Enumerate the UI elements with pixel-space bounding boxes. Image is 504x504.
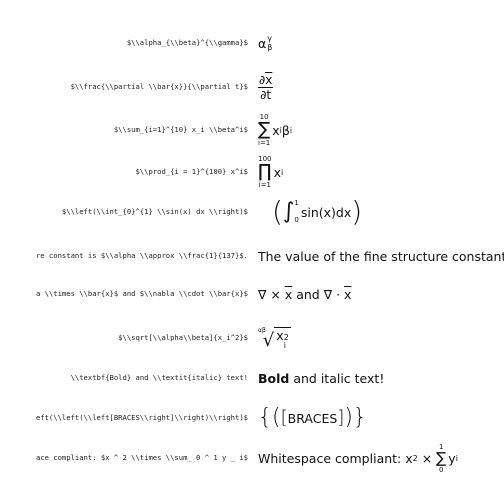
fraction: ∂x ∂t [258,72,274,102]
right-paren: ) [351,195,363,228]
right-paren: ) [344,405,353,430]
left-paren: ( [272,195,283,228]
times-symbol: × [417,450,437,466]
root-index: αβ [258,326,266,334]
example-row-7: a \\times \\bar{x}$ and $\\nabla \\cdot … [0,274,504,314]
subscript: i [283,340,286,350]
latex-source: $\\prod_{i = 1}^{100} x^i$ [135,167,248,176]
example-row-11: ace compliant: $x ^ 2 \\times \\sum_ 0 ^… [0,438,504,478]
example-row-5: $\\left(\\int_{0}^{1} \\sin(x) dx \\righ… [0,192,504,232]
example-row-6: re constant is $\\alpha \\approx \\frac{… [0,236,504,276]
radical-symbol: √ [262,329,275,351]
lower-limit: 0 [294,216,299,224]
superscript: i [281,167,284,177]
superscript: γ [267,34,272,43]
x-var: x [405,450,413,466]
latex-source: $\\sum_{i=1}^{10} x_i \\beta^i$ [113,125,248,134]
lower-limit: 0 [438,465,444,474]
y-var: y [448,450,456,466]
bold-text: Bold [258,370,290,386]
subscript: β [267,43,273,52]
latex-source: ace compliant: $x ^ 2 \\times \\sum_ 0 ^… [35,453,248,462]
lower-limit: i=1 [258,139,271,147]
subscript: i [279,125,282,135]
pi-symbol: ∏ [258,161,272,182]
rendered-output: ∇ × x and ∇ · x [258,274,351,314]
nabla-symbol: ∇ [258,286,267,302]
partial-symbol: ∂ [259,72,266,87]
rendered-output: Bold and italic text! [258,358,384,398]
cdot-symbol: · [336,286,341,302]
integral-limits: 1 0 [294,199,298,225]
example-row-1: $\\alpha_{\\beta}^{\\gamma}$ α γ β [0,23,504,63]
latex-source: re constant is $\\alpha \\approx \\frac{… [35,251,248,260]
upper-limit: 1 [438,442,444,451]
subscript: i [455,453,458,463]
latex-source: $\\sqrt[\\alpha\\beta]{x_i^2}$ [118,333,248,342]
and-text: and [292,286,324,302]
upper-limit: 1 [294,199,299,207]
left-brace: { [258,405,272,430]
upper-limit: 100 [258,155,272,163]
left-paren: ( [272,405,281,430]
example-row-3: $\\sum_{i=1}^{10} x_i \\beta^i$ 10 ∑ i=1… [0,110,504,150]
product: 100 ∏ i=1 [258,155,272,189]
rendered-output: ∂x ∂t [258,67,274,107]
lower-limit: i=1 [258,181,271,189]
rendered-output: The value of the fine structure constant… [258,248,504,264]
latex-source: $\\frac{\\partial \\bar{x}}{\\partial t}… [70,82,248,91]
sigma-symbol: ∑ [258,119,271,140]
x-bar: x [265,72,273,87]
latex-source: \\textbf{Bold} and \\textit{italic} text… [70,373,248,382]
summation: 1 ∑ 0 [436,443,446,474]
rendered-output: ( ∫ 1 0 sin(x)dx ) [272,192,362,232]
latex-source: a \\times \\bar{x}$ and $\\nabla \\cdot … [35,289,248,298]
right-bracket: ] [337,407,345,428]
example-row-9: \\textbf{Bold} and \\textit{italic} text… [0,358,504,398]
latex-source: eft(\\left(\\left[BRACES\\right]\\right)… [35,413,248,422]
x-var: x [273,164,282,180]
integral-symbol: ∫ [282,199,295,224]
beta-symbol: β [281,122,290,138]
latex-source: $\\left(\\int_{0}^{1} \\sin(x) dx \\righ… [61,207,248,216]
denominator: ∂t [260,87,272,102]
right-brace: } [352,405,367,430]
summation: 10 ∑ i=1 [258,113,270,147]
superscript: 2 [412,453,418,463]
nabla-symbol: ∇ [323,286,333,302]
sigma-symbol: ∑ [436,448,447,467]
x-bar: x [344,286,352,302]
alpha-symbol: α [258,35,267,51]
rendered-output: α γ β [258,23,272,63]
x-bar: x [284,286,293,302]
upper-limit: 10 [259,113,269,121]
left-bracket: [ [280,407,288,428]
times-symbol: × [270,286,281,302]
example-row-10: eft(\\left(\\left[BRACES\\right]\\right)… [0,398,504,438]
superscript: i [289,125,293,135]
braces-text: BRACES [287,410,338,426]
superscript: 2 [283,332,289,342]
plain-text: and italic text! [289,370,385,386]
example-row-2: $\\frac{\\partial \\bar{x}}{\\partial t}… [0,67,504,107]
x-var: x [272,122,280,138]
rendered-output: {([BRACES])} [258,398,367,438]
x-var: x [276,327,284,343]
latex-source: $\\alpha_{\\beta}^{\\gamma}$ [126,38,248,47]
plain-text: Whitespace compliant: [258,450,406,466]
integrand: sin(x)dx [300,204,352,220]
